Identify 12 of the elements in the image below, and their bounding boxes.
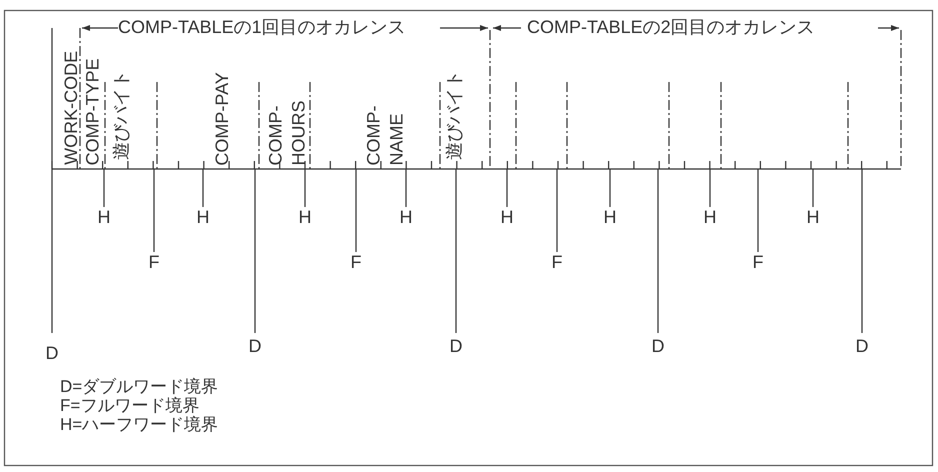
key-text: F=フルワード境界 bbox=[60, 396, 200, 416]
key-text: D=ダブルワード境界 bbox=[60, 378, 218, 396]
span-label: COMP-TABLEの2回目のオカレンス bbox=[527, 18, 815, 38]
span-label: COMP-TABLEの1回目のオカレンス bbox=[118, 18, 406, 38]
field-label: COMP-PAY bbox=[212, 72, 232, 166]
field-label: COMP- NAME bbox=[362, 104, 407, 165]
field-label: WORK-CODE bbox=[62, 50, 82, 165]
field-label: 遊びバイト bbox=[445, 70, 465, 160]
field-label: COMP-TYPE bbox=[83, 58, 103, 165]
field-label: 遊びバイト bbox=[112, 70, 132, 160]
field-label: COMP- HOURS bbox=[264, 103, 309, 165]
key-text: H=ハーフワード境界 bbox=[60, 416, 218, 434]
